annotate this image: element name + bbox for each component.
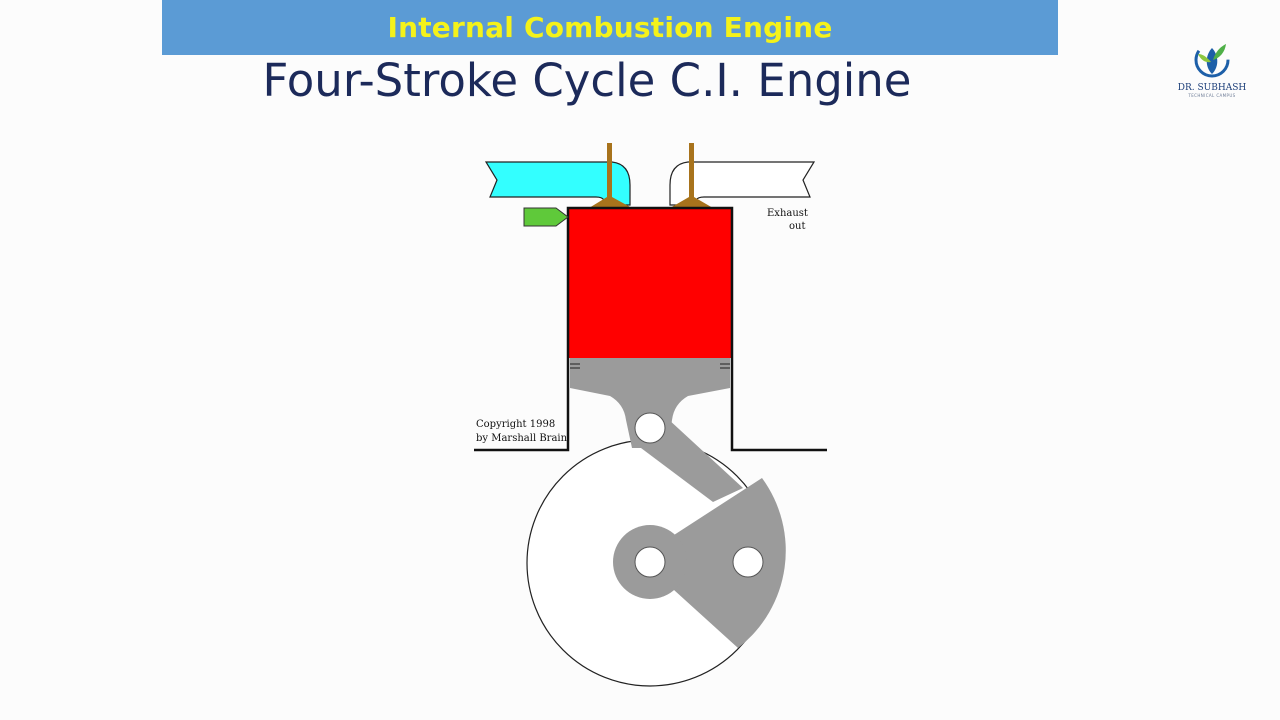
cylinder-wall (474, 206, 827, 452)
logo-name: DR. SUBHASH (1177, 83, 1247, 93)
copyright-line2: by Marshall Brain (476, 433, 568, 444)
slide-title: Four-Stroke Cycle C.I. Engine (262, 54, 912, 107)
fuel-injector (523, 207, 569, 227)
crankshaft-center (634, 546, 666, 578)
exhaust-valve-head (670, 197, 713, 208)
piston (570, 358, 730, 448)
crank-web (674, 478, 786, 648)
intake-valve-stem (607, 143, 612, 199)
combustion-chamber (568, 208, 732, 358)
banner-title: Internal Combustion Engine (387, 11, 833, 44)
intake-valve-head (589, 197, 632, 208)
campus-logo: DR. SUBHASH TECHNICAL CAMPUS (1172, 38, 1252, 100)
leaf-logo-icon (1194, 42, 1230, 78)
exhaust-label-line2: out (789, 221, 805, 232)
exhaust-valve-stem (689, 143, 694, 199)
header-banner: Internal Combustion Engine (162, 0, 1058, 55)
copyright-line1: Copyright 1998 (476, 419, 555, 430)
logo-subtitle: TECHNICAL CAMPUS (1188, 93, 1236, 98)
crank-pin (732, 546, 764, 578)
exhaust-label-line1: Exhaust (767, 208, 808, 219)
wrist-pin (634, 412, 666, 444)
